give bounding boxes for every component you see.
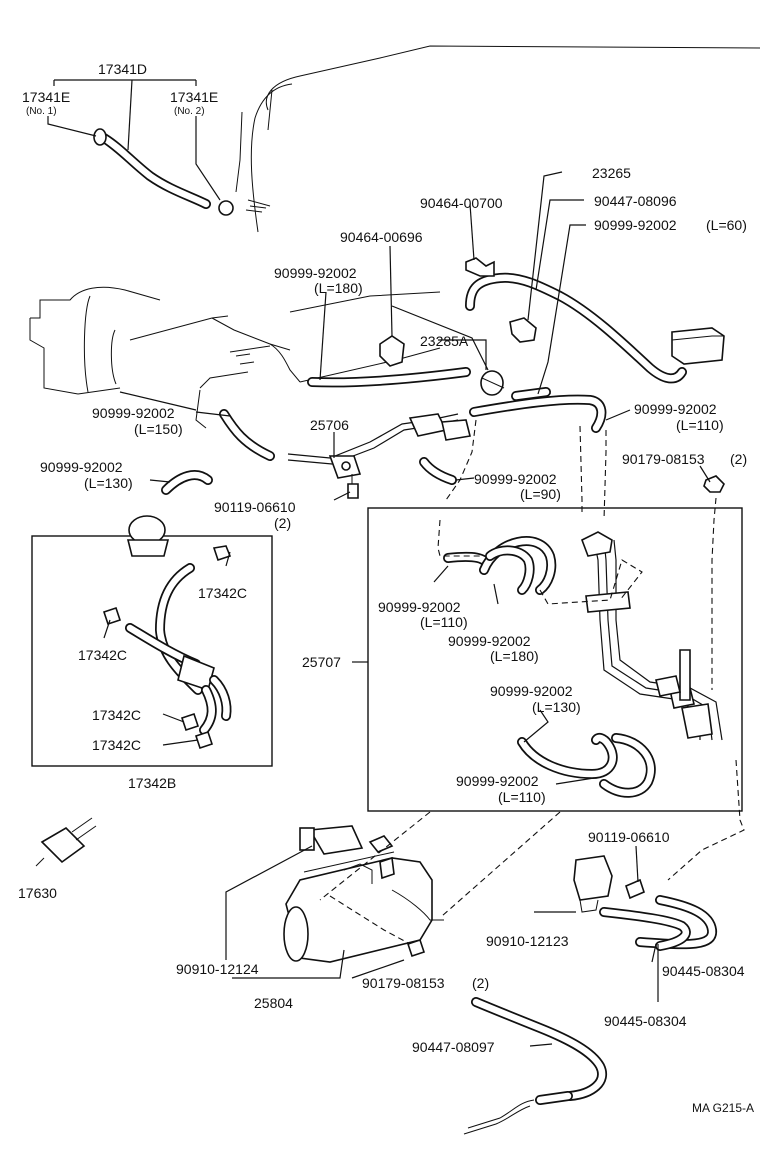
label-90999-l90: 90999-92002 — [474, 471, 557, 487]
label-90119-a-qty: (2) — [274, 515, 291, 531]
label-90999-l180a-len: (L=180) — [314, 280, 363, 296]
label-17341E-no1-sub: (No. 1) — [26, 106, 57, 117]
label-23285A: 23285A — [420, 333, 469, 349]
label-90999-l130b: 90999-92002 — [490, 683, 573, 699]
label-90999-l150-len: (L=150) — [134, 421, 183, 437]
label-90999-l110a: 90999-92002 — [634, 401, 717, 417]
label-17341D: 17341D — [98, 61, 147, 77]
vsv-assembly-25707 — [443, 531, 723, 798]
label-90119-b: 90119-06610 — [588, 829, 670, 845]
label-90999-l130a-len: (L=130) — [84, 475, 133, 491]
label-17341E-no1: 17341E — [22, 89, 70, 105]
part-labels: 17341D 17341E (No. 1) 17341E (No. 2) 232… — [18, 61, 754, 1115]
label-90999-l60: 90999-92002 — [594, 217, 677, 233]
label-90179-b: 90179-08153 — [362, 975, 445, 991]
label-90464-00696: 90464-00696 — [340, 229, 423, 245]
label-17630: 17630 — [18, 885, 57, 901]
label-90999-l110c: 90999-92002 — [456, 773, 539, 789]
label-90179-b-qty: (2) — [472, 975, 489, 991]
label-25706: 25706 — [310, 417, 349, 433]
label-17342C-3: 17342C — [92, 707, 141, 723]
label-90464-00700: 90464-00700 — [420, 195, 503, 211]
canister-25804 — [283, 825, 444, 963]
label-90999-l180b-len: (L=180) — [490, 648, 539, 664]
label-90999-l110c-len: (L=110) — [498, 789, 546, 805]
label-90999-l110a-len: (L=110) — [676, 417, 724, 433]
label-17341E-no2-sub: (No. 2) — [174, 106, 205, 117]
label-90445-b: 90445-08304 — [604, 1013, 687, 1029]
label-90447-08096: 90447-08096 — [594, 193, 677, 209]
upper-hoses — [161, 257, 725, 499]
label-90999-l110b-len: (L=110) — [420, 614, 468, 630]
label-90999-l130b-len: (L=130) — [532, 699, 581, 715]
routing-lines — [319, 419, 745, 945]
label-90999-l110b: 90999-92002 — [378, 599, 461, 615]
label-90999-l180a: 90999-92002 — [274, 265, 357, 281]
label-17342C-1: 17342C — [198, 585, 247, 601]
label-25707: 25707 — [302, 654, 341, 670]
label-90910-12123: 90910-12123 — [486, 933, 569, 949]
label-25804: 25804 — [254, 995, 293, 1011]
label-17342B: 17342B — [128, 775, 176, 791]
label-17342C-2: 17342C — [78, 647, 127, 663]
connector-17630 — [35, 817, 97, 867]
vsv-90910-12123 — [573, 855, 718, 951]
frame-25707 — [367, 507, 743, 812]
label-23265: 23265 — [592, 165, 631, 181]
label-90999-l60-len: (L=60) — [706, 217, 747, 233]
hose-17341D — [93, 128, 267, 216]
hose-assembly-17342B — [102, 515, 232, 750]
label-90999-l130a: 90999-92002 — [40, 459, 123, 475]
label-90179-a: 90179-08153 — [622, 451, 705, 467]
label-90445-a: 90445-08304 — [662, 963, 745, 979]
label-90910-12124: 90910-12124 — [176, 961, 259, 977]
diagram-ref-code: MA G215-A — [692, 1101, 754, 1115]
frame-17342B — [31, 535, 273, 767]
label-90119-a: 90119-06610 — [214, 499, 296, 515]
label-17342C-4: 17342C — [92, 737, 141, 753]
label-17341E-no2: 17341E — [170, 89, 218, 105]
label-90179-a-qty: (2) — [730, 451, 747, 467]
leader-lines — [47, 79, 711, 1047]
label-90999-l150: 90999-92002 — [92, 405, 175, 421]
label-90999-l180b: 90999-92002 — [448, 633, 531, 649]
label-90999-l90-len: (L=90) — [520, 486, 561, 502]
label-90447-08097: 90447-08097 — [412, 1039, 495, 1055]
hose-90447-08097 — [463, 997, 607, 1135]
